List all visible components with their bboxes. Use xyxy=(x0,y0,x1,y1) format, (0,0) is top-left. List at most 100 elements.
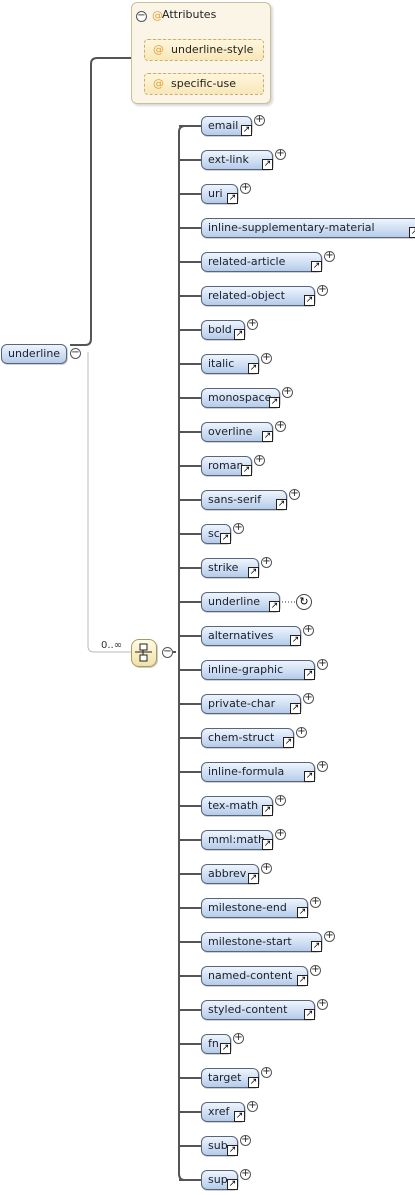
root-element-underline[interactable]: underline xyxy=(1,344,67,364)
reference-arrow-icon: ↗ xyxy=(304,771,315,782)
child-element-target[interactable]: target ↗ xyxy=(201,1068,259,1088)
expand-icon[interactable]: + xyxy=(324,250,335,262)
child-element-sub[interactable]: sub↗ xyxy=(201,1136,238,1156)
reference-arrow-icon: ↗ xyxy=(248,363,259,374)
expand-icon[interactable]: + xyxy=(317,284,328,296)
child-element-label: xref xyxy=(208,1105,230,1118)
expand-icon[interactable]: + xyxy=(303,624,314,636)
expand-icon[interactable]: + xyxy=(275,420,286,432)
child-element-label: styled-content xyxy=(208,1003,288,1016)
child-element-named-content[interactable]: named-content↗ xyxy=(201,966,308,986)
expand-icon[interactable]: + xyxy=(240,1168,251,1180)
expand-icon[interactable]: + xyxy=(282,386,293,398)
child-element-label: strike xyxy=(208,561,239,574)
attribute-specific-use[interactable]: @ specific-use xyxy=(144,73,264,95)
expand-icon[interactable]: + xyxy=(310,896,321,908)
expand-icon[interactable]: + xyxy=(289,488,300,500)
reference-arrow-icon: ↗ xyxy=(269,601,280,612)
expand-icon[interactable]: + xyxy=(261,862,272,874)
child-element-bold[interactable]: bold↗ xyxy=(201,320,245,340)
attribute-label: specific-use xyxy=(171,77,237,90)
expand-icon[interactable]: + xyxy=(261,556,272,568)
expand-icon[interactable]: + xyxy=(296,726,307,738)
child-element-related-object[interactable]: related-object↗ xyxy=(201,286,315,306)
child-element-inline-formula[interactable]: inline-formula ↗ xyxy=(201,762,315,782)
child-element-label: inline-formula xyxy=(208,765,285,778)
collapse-root-icon[interactable]: − xyxy=(70,347,81,359)
expand-icon[interactable]: + xyxy=(247,1100,258,1112)
child-element-label: milestone-end xyxy=(208,901,287,914)
child-element-label: related-article xyxy=(208,255,286,268)
child-element-underline[interactable]: underline↗ xyxy=(201,592,280,612)
expand-icon[interactable]: + xyxy=(317,658,328,670)
at-sign-icon: @ xyxy=(153,77,164,90)
child-element-sans-serif[interactable]: sans-serif↗ xyxy=(201,490,287,510)
child-element-mml-math[interactable]: mml:math↗ xyxy=(201,830,273,850)
reference-arrow-icon: ↗ xyxy=(248,1077,259,1088)
expand-icon[interactable]: + xyxy=(240,1134,251,1146)
expand-icon[interactable]: + xyxy=(317,998,328,1010)
child-element-inline-graphic[interactable]: inline-graphic↗ xyxy=(201,660,315,680)
collapse-attributes-icon[interactable]: − xyxy=(136,10,147,22)
child-element-email[interactable]: email↗ xyxy=(201,116,252,136)
child-element-milestone-end[interactable]: milestone-end↗ xyxy=(201,898,308,918)
child-element-italic[interactable]: italic↗ xyxy=(201,354,259,374)
child-element-related-article[interactable]: related-article ↗ xyxy=(201,252,322,272)
expand-icon[interactable]: + xyxy=(275,148,286,160)
child-element-label: milestone-start xyxy=(208,935,292,948)
sequence-compositor[interactable] xyxy=(131,639,157,667)
child-element-abbrev[interactable]: abbrev↗ xyxy=(201,864,259,884)
reference-arrow-icon: ↗ xyxy=(220,1043,231,1054)
reference-arrow-icon: ↗ xyxy=(297,975,308,986)
child-element-overline[interactable]: overline↗ xyxy=(201,422,273,442)
child-element-styled-content[interactable]: styled-content↗ xyxy=(201,1000,315,1020)
expand-icon[interactable]: + xyxy=(233,1032,244,1044)
child-element-label: overline xyxy=(208,425,253,438)
reference-arrow-icon: ↗ xyxy=(248,567,259,578)
expand-icon[interactable]: + xyxy=(275,794,286,806)
child-element-uri[interactable]: uri↗ xyxy=(201,184,238,204)
child-element-label: inline-graphic xyxy=(208,663,284,676)
at-sign-icon: @ xyxy=(152,9,163,22)
spine-line xyxy=(178,125,201,1181)
child-element-private-char[interactable]: private-char↗ xyxy=(201,694,301,714)
expand-icon[interactable]: + xyxy=(261,1066,272,1078)
child-element-tex-math[interactable]: tex-math↗ xyxy=(201,796,273,816)
child-element-fn[interactable]: fn↗ xyxy=(201,1034,231,1054)
child-element-strike[interactable]: strike ↗ xyxy=(201,558,259,578)
child-element-xref[interactable]: xref↗ xyxy=(201,1102,245,1122)
child-element-milestone-start[interactable]: milestone-start↗ xyxy=(201,932,322,952)
child-element-monospace[interactable]: monospace↗ xyxy=(201,388,280,408)
child-element-alternatives[interactable]: alternatives↗ xyxy=(201,626,301,646)
expand-icon[interactable]: + xyxy=(254,454,265,466)
child-element-inline-supplementary-material[interactable]: inline-supplementary-material↗ xyxy=(201,218,415,238)
reference-arrow-icon: ↗ xyxy=(248,873,259,884)
child-element-label: sub xyxy=(208,1139,228,1152)
expand-icon[interactable]: + xyxy=(303,692,314,704)
child-element-ext-link[interactable]: ext-link↗ xyxy=(201,150,273,170)
expand-icon[interactable]: + xyxy=(317,760,328,772)
child-element-roman[interactable]: roman↗ xyxy=(201,456,252,476)
expand-icon[interactable]: + xyxy=(324,930,335,942)
child-element-label: private-char xyxy=(208,697,276,710)
at-sign-icon: @ xyxy=(153,43,164,56)
collapse-sequence-icon[interactable]: − xyxy=(162,646,173,658)
reference-arrow-icon: ↗ xyxy=(311,261,322,272)
child-element-label: email xyxy=(208,119,239,132)
attribute-underline-style[interactable]: @ underline-style xyxy=(144,39,264,61)
child-element-chem-struct[interactable]: chem-struct↗ xyxy=(201,728,294,748)
expand-icon[interactable]: + xyxy=(247,318,258,330)
child-element-label: sc xyxy=(208,527,220,540)
expand-icon[interactable]: + xyxy=(254,114,265,126)
child-element-sup[interactable]: sup↗ xyxy=(201,1170,238,1190)
expand-icon[interactable]: + xyxy=(310,964,321,976)
child-element-label: inline-supplementary-material xyxy=(208,221,375,234)
expand-icon[interactable]: + xyxy=(275,828,286,840)
child-element-label: related-object xyxy=(208,289,285,302)
child-element-label: chem-struct xyxy=(208,731,275,744)
child-element-sc[interactable]: sc↗ xyxy=(201,524,231,544)
child-element-label: target xyxy=(208,1071,242,1084)
expand-icon[interactable]: + xyxy=(261,352,272,364)
expand-icon[interactable]: + xyxy=(240,182,251,194)
expand-icon[interactable]: + xyxy=(233,522,244,534)
